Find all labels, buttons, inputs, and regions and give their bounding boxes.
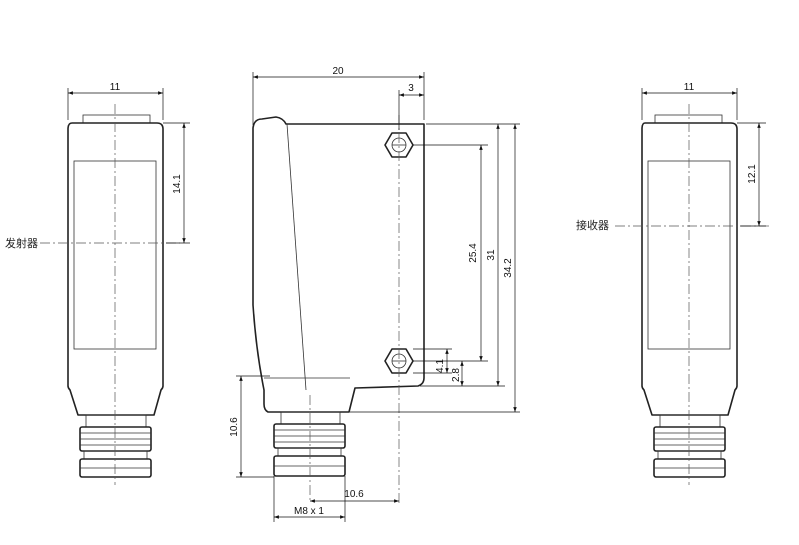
receiver-top-tab [654,114,723,124]
emitter-width-label: 11 [110,82,121,93]
side-housing [252,116,425,413]
thread-label: M8 x 1 [294,506,324,517]
connector-offset-label: 10.6 [344,489,364,500]
hole-small-label: 4.1 [435,359,446,373]
emitter-top-tab [82,114,151,124]
connector-height-label: 10.6 [229,417,240,437]
hole-bottom-label: 2.8 [451,368,462,382]
receiver-height-label: 12.1 [747,164,758,184]
side-connector [273,411,346,477]
hole-spacing-label: 25.4 [468,243,479,263]
side-view: 20 3 25.4 31 34.2 4.1 2.8 10.6 [229,66,520,522]
receiver-width-label: 11 [684,82,695,93]
side-slope-line [286,123,307,391]
side-offset-label: 3 [408,83,414,94]
height-31-label: 31 [486,249,497,261]
emitter-label: 发射器 [5,236,38,250]
receiver-label: 接收器 [576,218,609,232]
emitter-housing [67,122,164,416]
emitter-height-label: 14.1 [172,174,183,194]
emitter-connector [79,414,152,478]
side-width-label: 20 [332,66,344,77]
receiver-connector [653,414,726,478]
receiver-housing [641,122,738,416]
emitter-view: 11 14.1 发射器 [5,82,190,485]
receiver-view: 11 12.1 接收器 [576,82,770,485]
height-34-label: 34.2 [503,258,514,278]
